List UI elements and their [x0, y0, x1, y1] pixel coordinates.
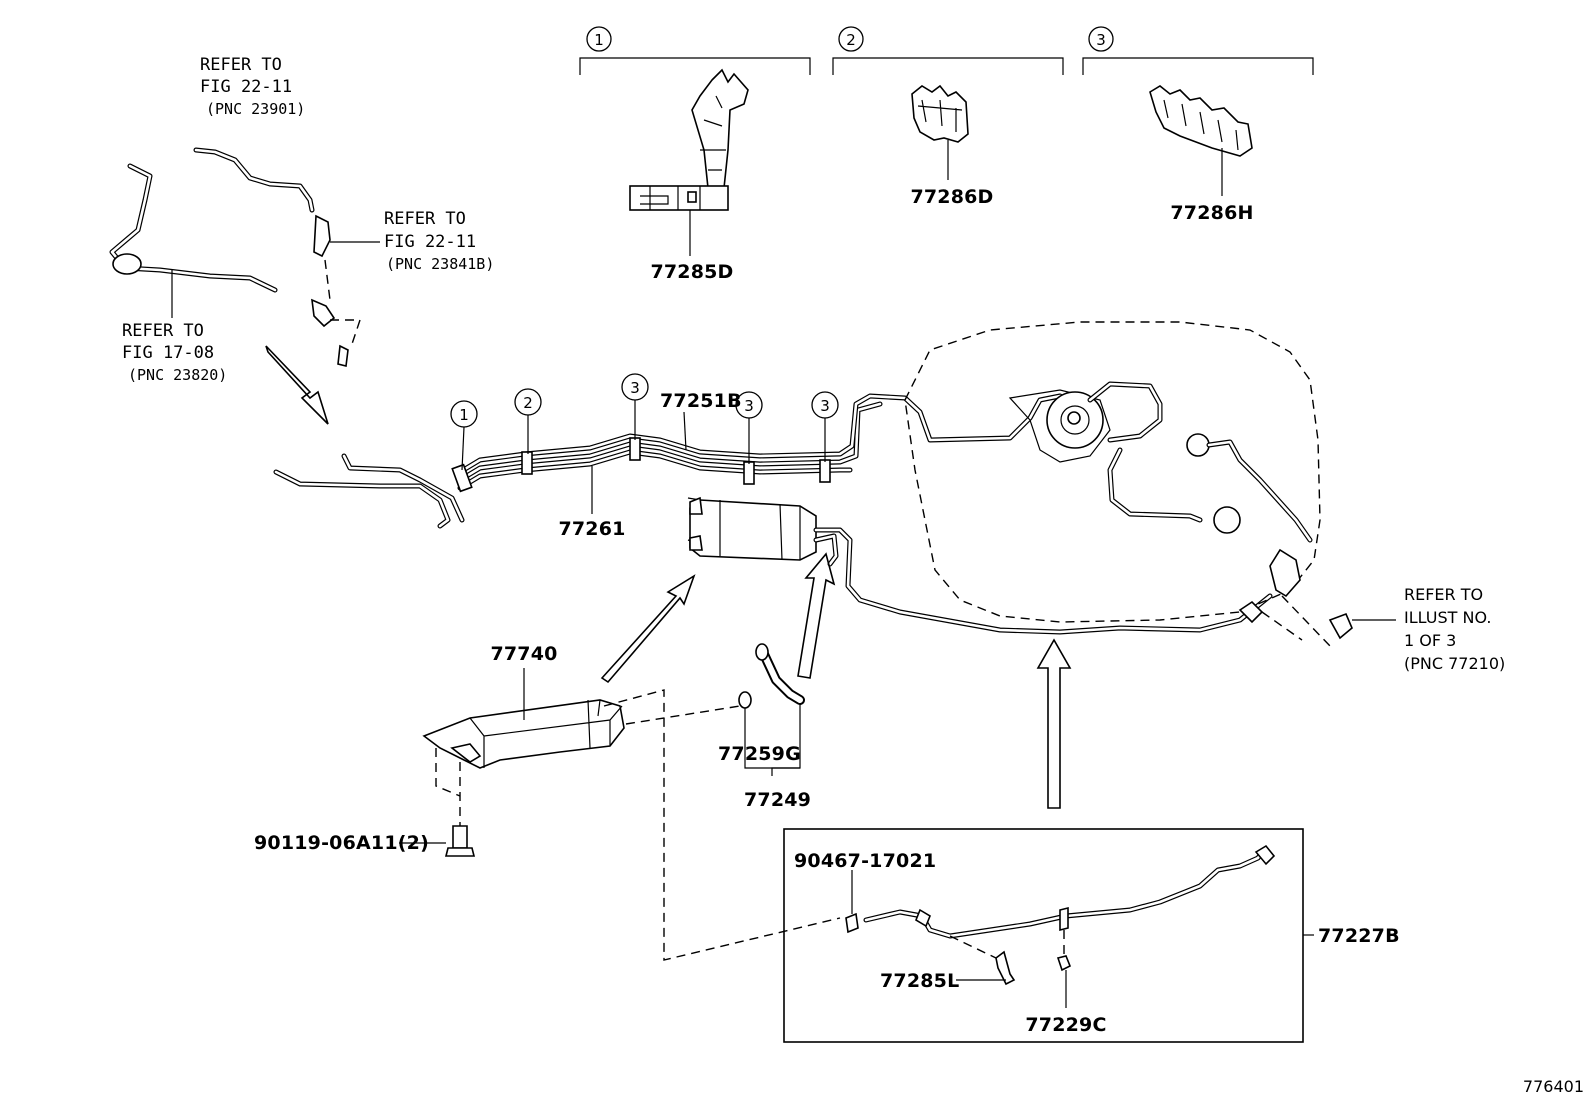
canister-77740-drawing	[422, 689, 841, 961]
part-label-77251b: 77251B	[660, 390, 742, 412]
svg-text:(PNC 23841B): (PNC 23841B)	[386, 255, 494, 273]
svg-text:(PNC 23901): (PNC 23901)	[206, 100, 305, 118]
svg-text:REFER TO: REFER TO	[122, 321, 204, 341]
svg-text:2: 2	[523, 394, 533, 412]
part-label-77229c: 77229C	[1025, 1014, 1106, 1036]
refer-note-pnc-23841b: REFER TO FIG 22-11 (PNC 23841B)	[330, 209, 494, 273]
svg-text:1 OF 3: 1 OF 3	[1404, 631, 1456, 650]
canister-installed	[687, 496, 1273, 635]
svg-text:FIG 22-11: FIG 22-11	[200, 77, 292, 97]
svg-text:3: 3	[630, 379, 640, 397]
svg-text:FIG 17-08: FIG 17-08	[122, 343, 214, 363]
group-marker-3	[1088, 26, 1114, 52]
group-marker-3-label: 3	[1096, 31, 1106, 49]
part-label-77249: 77249	[744, 789, 811, 811]
bolt-90119	[399, 762, 476, 857]
inset-77227b	[783, 828, 1314, 1043]
fuel-pipe-bundle	[273, 393, 1063, 529]
refer-note-pnc-77210: REFER TO ILLUST NO. 1 OF 3 (PNC 77210)	[1352, 585, 1505, 673]
svg-text:FIG 22-11: FIG 22-11	[384, 232, 476, 252]
part-label-77286h: 77286H	[1170, 202, 1253, 224]
part-label-77261: 77261	[558, 518, 625, 540]
svg-text:REFER TO: REFER TO	[200, 55, 282, 75]
callout-bubble-3a: 3	[621, 373, 649, 440]
callout-bubble-3c: 3	[811, 391, 839, 462]
group-bracket-2	[832, 57, 1064, 75]
arrow-hose-to-installed	[797, 552, 836, 679]
hose-77249-drawing	[738, 643, 805, 776]
part-label-77285l: 77285L	[880, 970, 959, 992]
clip-77286h-drawing	[1149, 85, 1253, 157]
refer-note-pnc-23820: REFER TO FIG 17-08 (PNC 23820)	[122, 270, 227, 384]
arrow-canister-to-installed	[600, 574, 696, 684]
clip-group-3: 3 77286H	[1082, 26, 1314, 224]
fuel-tank	[904, 321, 1353, 647]
clip-group-2: 2 77286D	[832, 26, 1064, 208]
clip-77286d-drawing	[911, 84, 969, 143]
clip-group-1: 1 77285D	[579, 26, 811, 283]
part-label-77286d: 77286D	[910, 186, 993, 208]
svg-text:REFER TO: REFER TO	[1404, 585, 1483, 604]
group-marker-2-label: 2	[846, 31, 856, 49]
part-label-77227b: 77227B	[1318, 925, 1400, 947]
svg-text:3: 3	[820, 397, 830, 415]
arrow-to-pipe-assembly	[265, 345, 329, 425]
arrow-inset-to-tank	[1036, 638, 1072, 809]
part-label-90467-17021: 90467-17021	[794, 850, 936, 872]
clip-77285d-drawing	[629, 68, 749, 211]
diagram-id: 776401	[1523, 1077, 1584, 1096]
svg-text:3: 3	[744, 397, 754, 415]
svg-text:ILLUST NO.: ILLUST NO.	[1404, 608, 1491, 627]
part-label-77740: 77740	[490, 643, 557, 665]
svg-text:1: 1	[459, 406, 469, 424]
svg-text:REFER TO: REFER TO	[384, 209, 466, 229]
group-bracket-3	[1082, 57, 1314, 75]
svg-text:(PNC 23820): (PNC 23820)	[128, 366, 227, 384]
svg-text:(PNC 77210): (PNC 77210)	[1404, 654, 1505, 673]
refer-note-pnc-23901: REFER TO FIG 22-11 (PNC 23901)	[200, 55, 305, 118]
part-label-90119-06a11: 90119-06A11(2)	[254, 832, 429, 854]
callout-bubble-2: 2	[514, 388, 542, 454]
callout-bubble-1: 1	[450, 400, 478, 471]
callout-bubble-3b: 3	[735, 391, 763, 464]
leader-77251b	[683, 411, 687, 451]
group-marker-1	[586, 26, 612, 52]
group-bracket-1	[579, 57, 811, 75]
part-label-77285d: 77285D	[650, 261, 733, 283]
group-marker-2	[838, 26, 864, 52]
engine-side-pipes	[109, 147, 361, 367]
group-marker-1-label: 1	[594, 31, 604, 49]
part-label-77259g: 77259G	[718, 743, 801, 765]
